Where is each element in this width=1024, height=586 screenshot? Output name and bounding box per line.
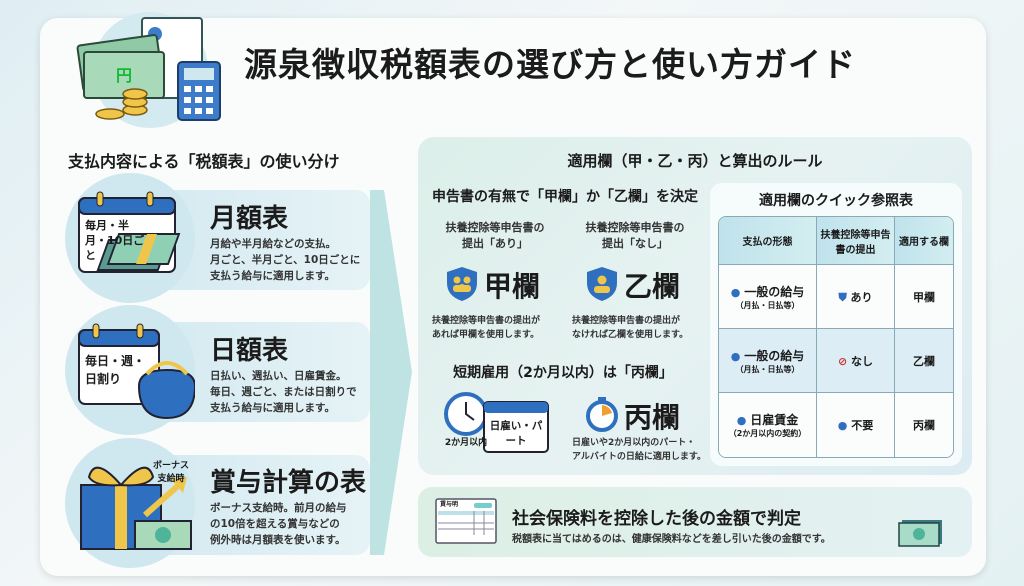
desc-line: 扶養控除等申告書の提出が [572,316,681,326]
kou-otsu-heading: 申告書の有無で「甲欄」か「乙欄」を決定 [432,189,698,205]
stopwatch-icon [586,397,618,432]
kou-label: 甲欄 [484,270,541,303]
desc-line: 例外時は月額表を使います。 [210,534,346,546]
arrow-band [370,190,412,555]
desc-line: ボーナス支給時。前月の給与 [210,502,347,514]
calendar-badge: 毎月・半月・10日ごと [85,219,145,262]
desc-line: 支払う給与に適用します。 [210,402,335,414]
cond-line: 扶養控除等申告書の [445,221,545,234]
table-title: 適用欄のクイック参照表 [759,193,913,209]
header-cell: 支払の形態 [719,217,817,265]
kou-condition: 扶養控除等申告書の提出「あり」 [420,220,570,252]
submit-cell: ⊘ なし [817,329,895,393]
type-cell: ● 一般の給与（月払・日払等） [719,265,817,329]
desc-line: 月給や半月給などの支払。 [210,238,336,250]
shield-icon: ⛊ [838,290,847,304]
calendar-money-icon [78,191,181,273]
hei-label: 丙欄 [624,401,681,434]
quick-reference-table: 支払の形態 扶養控除等申告書の提出 適用する欄 ● 一般の給与（月払・日払等） … [718,216,954,458]
calendar-badge: 毎日・週・日割り [85,354,146,386]
type-note: （月払・日払等） [735,300,800,310]
desc-line: あれば甲欄を使用します。 [432,330,540,340]
person-shield-icon [587,267,617,301]
type-label: 日雇賃金 [750,413,799,427]
family-shield-icon [447,267,477,301]
desc-line: 日払い、週払い、日雇賃金。 [210,370,347,382]
table-row: ● 一般の給与（月払・日払等） ⛊ あり 甲欄 [719,265,953,329]
calendar-purse-icon [78,323,195,420]
header-cell: 扶養控除等申告書の提出 [817,217,895,265]
desc-line: の10倍を超える賞与などの [210,518,340,530]
submit-value: あり [850,290,873,304]
bottom-title: 社会保険料を控除した後の金額で判定 [512,509,801,529]
quick-reference-card: 適用欄のクイック参照表 支払の形態 扶養控除等申告書の提出 適用する欄 ● 一般… [710,183,962,466]
item-title: 月額表 [210,204,289,234]
prohibited-icon: ⊘ [837,354,848,368]
column-cell: 乙欄 [895,329,953,393]
item-desc: 月給や半月給などの支払。月ごと、半月ごと、10日ごとに支払う給与に適用します。 [210,236,360,284]
otsu-desc: 扶養控除等申告書の提出がなければ乙欄を使用します。 [572,314,688,342]
bonus-badge: ボーナス支給時 [152,461,189,484]
hei-heading: 短期雇用（2か月以内）は「丙欄」 [453,365,673,381]
submit-cell: ● 不要 [817,393,895,457]
item-desc: ボーナス支給時。前月の給与の10倍を超える賞与などの例外時は月額表を使います。 [210,500,347,548]
cond-line: 扶養控除等申告書の [585,221,685,234]
kou-desc: 扶養控除等申告書の提出があれば甲欄を使用します。 [432,314,540,342]
table-row: ● 一般の給与（月払・日払等） ⊘ なし 乙欄 [719,329,953,393]
column-cell: 甲欄 [895,265,953,329]
type-cell: ● 一般の給与（月払・日払等） [719,329,817,393]
person-coins-icon: ● [730,285,741,299]
gift-bonus-icon [80,466,192,550]
payslip-label: 賃与明 [440,501,459,508]
submit-cell: ⛊ あり [817,265,895,329]
type-cell: ● 日雇賃金 （2か月以内の契約） [719,393,817,457]
clock-label: 2か月以内 [444,438,488,448]
hei-desc: 日雇いや2か月以内のパート・アルバイトの日給に適用します。 [572,436,706,464]
otsu-label: 乙欄 [624,270,681,303]
submit-value: なし [851,354,874,368]
worker-icon: ● [736,414,747,427]
column-cell: 丙欄 [895,393,953,457]
desc-line: なければ乙欄を使用します。 [572,330,689,340]
header-cell: 適用する欄 [895,217,953,265]
type-label: 一般の給与 [744,284,805,299]
type-note: （月払・日払等） [735,364,800,374]
bottom-desc: 税額表に当てはめるのは、健康保険料などを差し引いた後の金額です。 [512,534,831,545]
desc-line: 日雇いや2か月以内のパート・ [572,438,696,448]
money-calculator-icon: 円 [76,12,221,128]
person-icon: ● [837,419,848,432]
payslip-icon [435,498,497,544]
page-title: 源泉徴収税額表の選び方と使い方ガイド [244,45,856,84]
submit-value: 不要 [851,419,874,432]
bottom-note-panel [418,487,972,557]
cond-line: 提出「なし」 [602,237,668,250]
item-title: 日額表 [210,336,289,366]
calendar-label: 日雇い・パート [489,420,543,447]
desc-line: 毎日、週ごと、または日割りで [210,386,357,398]
otsu-condition: 扶養控除等申告書の提出「なし」 [570,220,700,252]
table-header-row: 支払の形態 扶養控除等申告書の提出 適用する欄 [719,217,953,265]
rules-heading: 適用欄（甲・乙・丙）と算出のルール [567,152,823,170]
svg-text:円: 円 [116,66,132,85]
item-desc: 日払い、週払い、日雇賃金。毎日、週ごと、または日割りで支払う給与に適用します。 [210,368,357,416]
item-title: 賞与計算の表 [210,468,367,498]
person-coins-icon: ● [730,349,741,363]
type-note: （2か月以内の契約） [728,429,807,438]
left-section-heading: 支払内容による「税額表」の使い分け [68,152,340,171]
type-label: 一般の給与 [744,348,805,363]
desc-line: 月ごと、半月ごと、10日ごとに [210,254,361,266]
banknote-icon [898,520,942,547]
desc-line: 扶養控除等申告書の提出が [432,316,541,326]
clock-calendar-icon [444,392,549,453]
desc-line: アルバイトの日給に適用します。 [572,452,707,462]
table-row: ● 日雇賃金 （2か月以内の契約） ● 不要 丙欄 [719,393,953,457]
desc-line: 支払う給与に適用します。 [210,270,335,282]
cond-line: 提出「あり」 [462,237,528,250]
